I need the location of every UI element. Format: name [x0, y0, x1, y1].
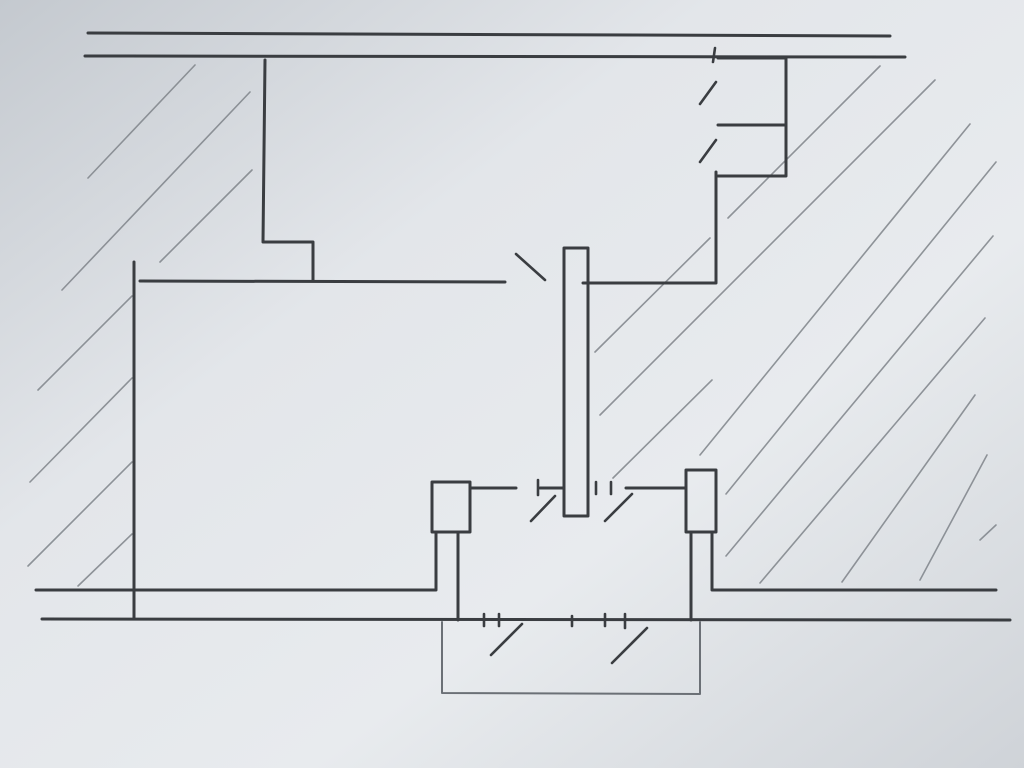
- middle-shelf-line: [138, 279, 507, 284]
- bottom-tray: [441, 621, 701, 695]
- hatching: [27, 64, 997, 587]
- top-line-upper: [86, 31, 892, 38]
- upper-chamber-outline: [261, 58, 315, 283]
- main-structure: [34, 31, 1012, 622]
- left-small-box: [430, 480, 472, 534]
- right-leg-outer: [710, 530, 998, 592]
- tick-marks: [482, 46, 718, 665]
- right-top-box: [716, 56, 788, 178]
- central-plate: [562, 246, 590, 518]
- upper-chamber-right: [581, 170, 718, 285]
- secondary-structure: [441, 621, 701, 695]
- right-small-box: [684, 468, 718, 534]
- left-chamber-floor: [34, 531, 438, 592]
- base-line: [40, 617, 1012, 622]
